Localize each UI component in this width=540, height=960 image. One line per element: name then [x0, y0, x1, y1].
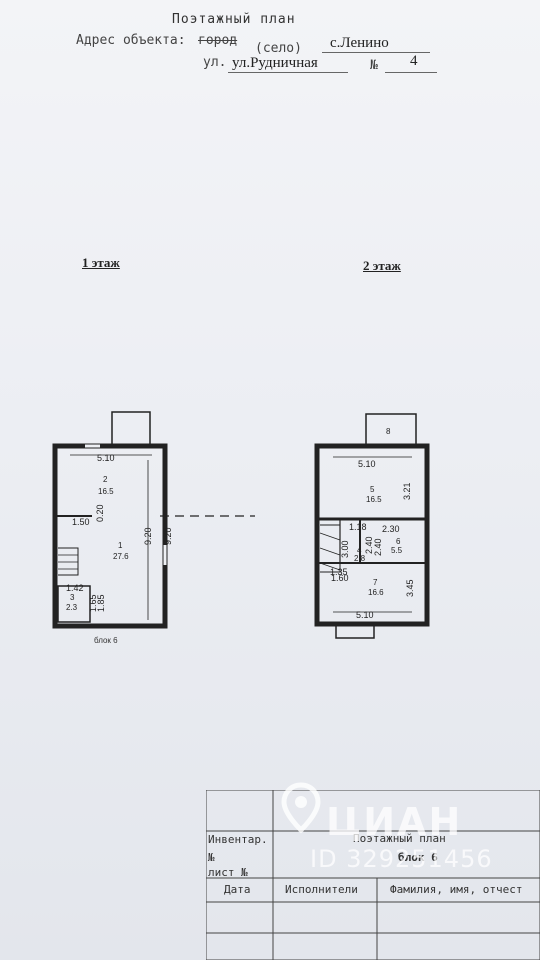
f2-dim-2-40a: 2.40 — [364, 536, 374, 554]
f1-dim-small-w: 1.42 — [66, 583, 84, 593]
f1-dim-top: 5.10 — [97, 453, 115, 463]
address-label: Адрес объекта: — [76, 33, 186, 48]
stamp-no-label: № — [208, 851, 215, 864]
f2-dim-bottom: 5.10 — [356, 610, 374, 620]
floor-1-label: 1 этаж — [82, 255, 120, 270]
f1-dim-wall: 0.20 — [95, 504, 105, 522]
f2-dim-3-45: 3.45 — [405, 579, 415, 597]
floor-1-plan — [52, 411, 255, 629]
f2-dim-1-35: 1.35 — [330, 567, 348, 577]
f2-dim-1-60: 1.60 — [331, 573, 349, 583]
watermark-id: ID 329251456 — [310, 845, 493, 873]
floor-2-bottom-porch — [335, 623, 375, 639]
floor-2-stair — [320, 524, 341, 573]
f2-room-5-num: 5 — [370, 485, 375, 494]
f2-room-7-area: 16.6 — [368, 588, 384, 597]
cian-logo-icon — [281, 782, 321, 834]
f1-room-2-area: 16.5 — [98, 487, 114, 496]
f2-dim-2-40b: 2.40 — [373, 538, 383, 556]
stamp-col-date: Дата — [224, 883, 251, 896]
watermark-brand: ЦИАН — [326, 800, 463, 844]
address-settlement-type: (село) — [255, 41, 302, 56]
stamp-plan-label: Поэтажный план — [353, 832, 446, 845]
street-name: ул.Рудничная — [232, 55, 318, 71]
f2-dim-top: 5.10 — [358, 459, 376, 469]
address-city-type-struck: город — [198, 33, 238, 48]
floor-1-caption: блок 6 — [94, 636, 118, 645]
f2-room-6-area: 5.5 — [391, 546, 403, 555]
f1-room-2-num: 2 — [103, 475, 108, 484]
stamp-col-executors: Исполнители — [285, 883, 358, 896]
f2-room-7-num: 7 — [373, 578, 378, 587]
f1-dim-height-a: 9.20 — [143, 527, 153, 545]
floor-2-plan — [314, 413, 430, 639]
f1-dim-small-h2: 1.85 — [96, 594, 106, 612]
floor-1-outer-walls — [52, 443, 168, 629]
f2-room-5-area: 16.5 — [366, 495, 382, 504]
f2-dim-3-00: 3.00 — [340, 540, 350, 558]
stamp-block-label: блок 6 — [398, 851, 438, 864]
stamp-col-name: Фамилия, имя, отчест — [390, 883, 523, 896]
document-title: Поэтажный план — [172, 12, 296, 27]
f1-room-1-area: 27.6 — [113, 552, 129, 561]
f1-dim-small-h: 1.65 — [88, 594, 98, 612]
f1-room-3-num: 3 — [70, 593, 75, 602]
number-underline — [385, 72, 437, 73]
floor-1-room-3-walls — [57, 585, 91, 623]
f2-room-4-area: 2.8 — [354, 554, 366, 563]
f1-dim-interior: 1.50 — [72, 517, 90, 527]
floor-2-label: 2 этаж — [363, 258, 401, 273]
f2-room-6-num: 6 — [396, 537, 401, 546]
f2-dim-2-30: 2.30 — [382, 524, 400, 534]
stamp-sheet-label: лист № — [208, 866, 248, 879]
street-label: ул. — [203, 55, 227, 70]
f2-room-8-num: 8 — [386, 427, 391, 436]
f1-dim-height-b: 9.20 — [163, 527, 173, 545]
house-number: 4 — [410, 53, 418, 69]
f2-room-4-num: 4 — [357, 546, 362, 555]
floor-plans-drawing: 5.10 0.20 1.50 9.20 9.20 1.42 1.65 1.85 … — [52, 411, 430, 645]
address-settlement-name: с.Ленино — [330, 35, 389, 51]
number-sign: № — [370, 58, 378, 73]
floor-1-entrance-porch — [111, 411, 151, 447]
stamp-inventory-label: Инвентар. — [208, 833, 268, 846]
f2-dim-room5-h: 3.21 — [402, 482, 412, 500]
f1-room-3-area: 2.3 — [66, 603, 78, 612]
settlement-underline — [322, 52, 430, 53]
title-block-grid — [206, 790, 540, 960]
floor-1-stair — [58, 547, 79, 576]
f1-room-1-num: 1 — [118, 541, 123, 550]
floor-2-balcony — [365, 413, 417, 447]
f2-dim-1-18: 1.18 — [349, 522, 367, 532]
street-underline — [228, 72, 348, 73]
